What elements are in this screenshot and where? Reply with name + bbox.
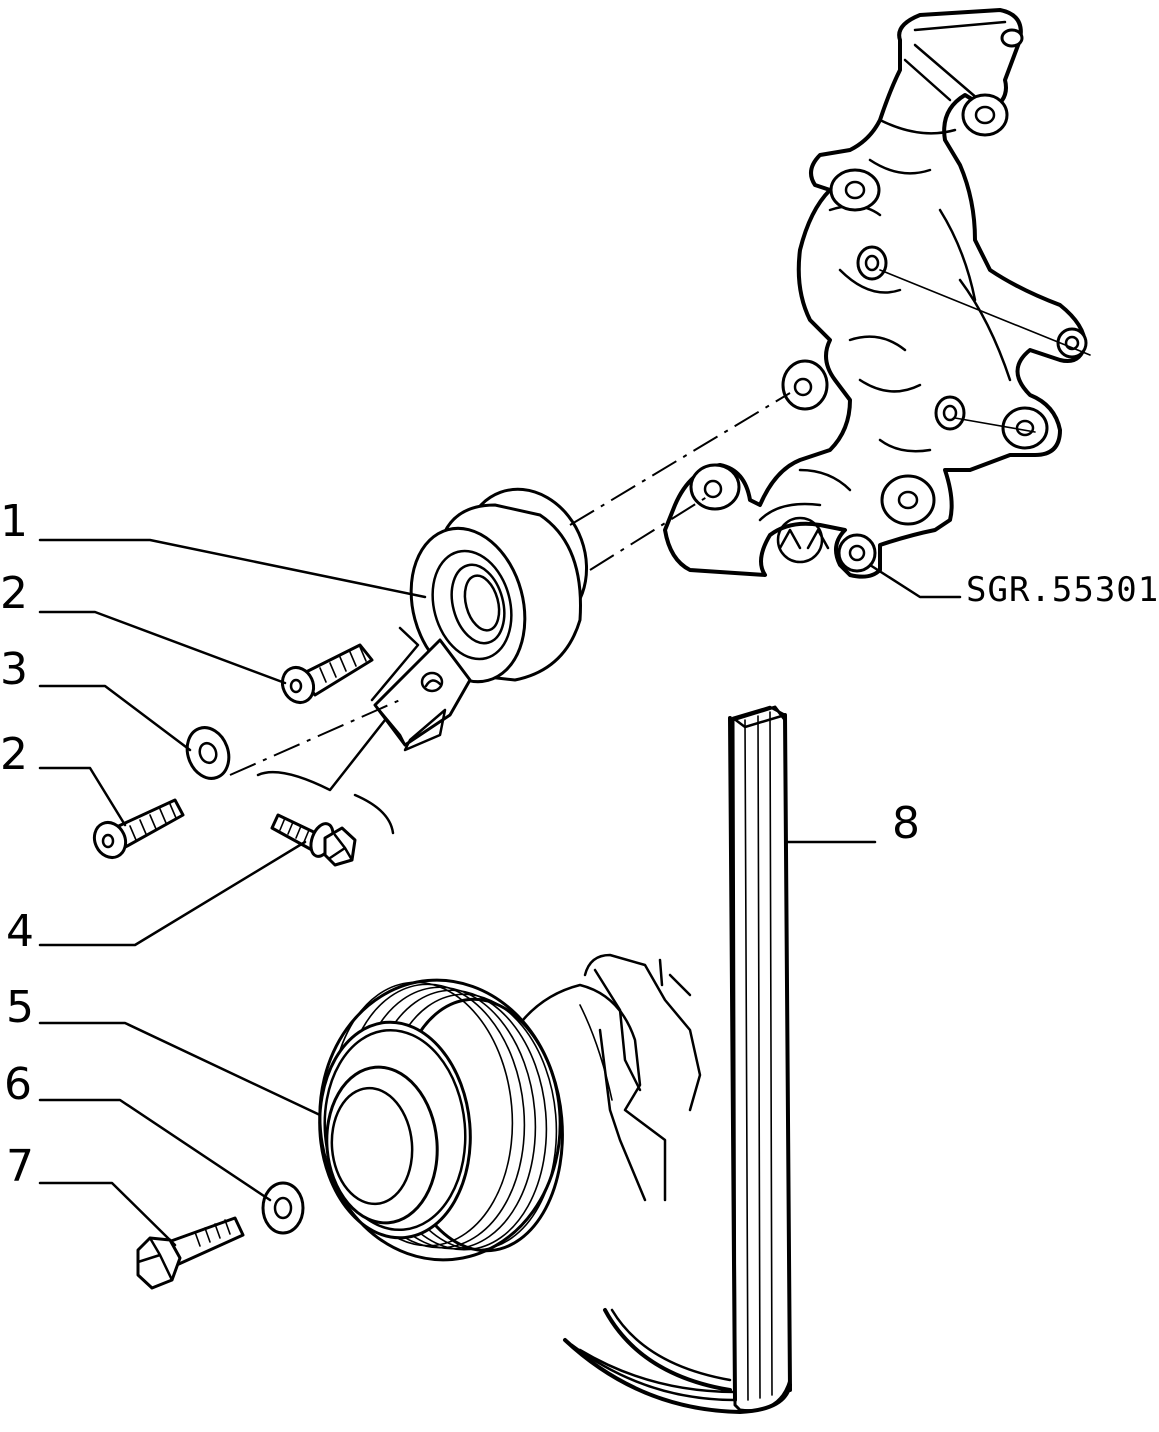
washer-6: [261, 1181, 305, 1235]
idler-pulley: [370, 487, 589, 752]
bracket-boss: [689, 28, 1088, 573]
poly-v-belt: [563, 705, 792, 1414]
callout-3: 3: [0, 644, 28, 695]
callout-7: 7: [6, 1141, 34, 1192]
crankshaft-pulley: [318, 953, 702, 1262]
flange-bolt-4: [270, 813, 357, 867]
leader-lines: [38, 538, 962, 1247]
callout-8: 8: [892, 798, 920, 849]
reference-code: SGR.55301: [966, 570, 1159, 610]
mounting-bracket: [663, 8, 1091, 579]
callout-1: 1: [0, 496, 28, 547]
callout-2-upper: 2: [0, 568, 28, 619]
socket-screw-lower: [92, 798, 185, 860]
hex-bolt-7: [136, 1216, 245, 1290]
callout-4: 4: [6, 906, 34, 957]
washer-3: [185, 726, 231, 780]
callout-2-lower: 2: [0, 729, 28, 780]
callout-6: 6: [4, 1059, 32, 1110]
callout-5: 5: [6, 982, 34, 1033]
socket-screw-upper: [280, 643, 374, 705]
